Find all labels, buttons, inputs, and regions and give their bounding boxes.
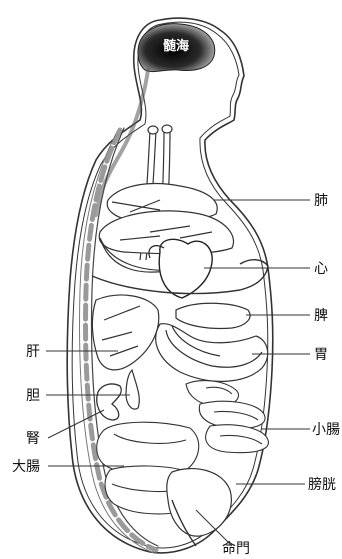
liver [92, 295, 158, 370]
label-spleen: 脾 [314, 308, 328, 324]
kidney [97, 384, 122, 420]
label-liver: 肝 [26, 344, 40, 360]
label-heart: 心 [314, 261, 328, 277]
spleen [176, 303, 250, 328]
leader-kidney [48, 410, 104, 438]
label-stomach: 胃 [314, 347, 328, 363]
label-lung: 肺 [314, 193, 328, 209]
label-kidney: 腎 [26, 431, 40, 447]
label-gallbladder: 胆 [26, 388, 40, 404]
label-mingmen: 命門 [222, 540, 250, 557]
label-small-intestine: 小腸 [312, 422, 340, 438]
stomach [156, 324, 268, 382]
label-brain: 髄海 [163, 38, 189, 54]
label-bladder: 膀胱 [308, 476, 336, 493]
label-large-intestine: 大腸 [12, 459, 40, 475]
bladder [167, 469, 232, 537]
gallbladder [126, 370, 139, 409]
